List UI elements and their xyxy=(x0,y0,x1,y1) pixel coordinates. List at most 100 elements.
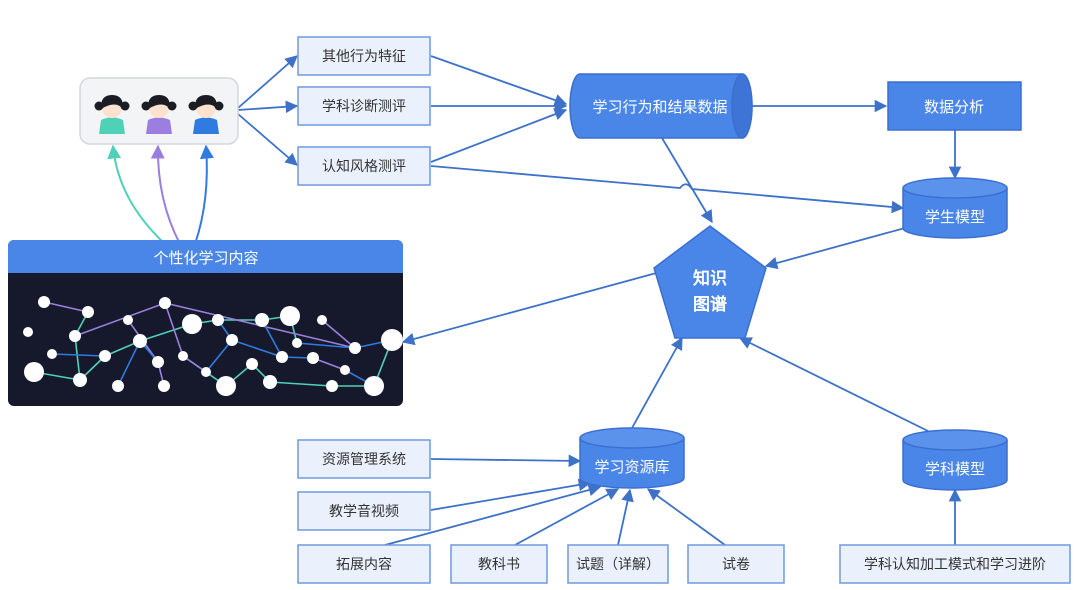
other-behavior-label: 其他行为特征 xyxy=(322,49,406,65)
network-node xyxy=(280,306,300,326)
student-2-avatar xyxy=(141,95,177,134)
network-node xyxy=(292,338,302,348)
network-node xyxy=(349,342,361,354)
network-edge xyxy=(74,335,81,381)
arrow-subject-model-to-knowledge-graph xyxy=(738,337,931,433)
arrow-content-to-student-2 xyxy=(150,144,181,245)
arrow-cognitive-style-to-data xyxy=(430,108,568,163)
arrow-learners-to-subject-diagnosis xyxy=(237,100,299,114)
network-edge xyxy=(43,301,89,313)
arrow-knowledge-graph-to-personalized xyxy=(401,271,661,346)
student-1-avatar xyxy=(94,95,130,134)
input-box-other-behavior: 其他行为特征 xyxy=(297,36,431,76)
personalized-content-panel: 个性化学习内容 xyxy=(8,240,403,406)
resource-library-label: 学习资源库 xyxy=(594,458,669,476)
network-node xyxy=(38,296,50,308)
arrow-library-to-knowledge-graph xyxy=(631,336,683,429)
network-node xyxy=(23,327,33,337)
subject-model-node: 学科模型 xyxy=(902,429,1008,491)
knowledge-graph-node: 知识 图谱 xyxy=(653,225,767,339)
students-group xyxy=(94,95,224,134)
network-node xyxy=(158,380,170,392)
network-node xyxy=(216,376,236,396)
exercises-label: 试题（详解） xyxy=(576,557,660,573)
subject-model-label: 学科模型 xyxy=(925,460,985,478)
arrow-content-to-student-1 xyxy=(107,144,166,245)
management-system-label: 资源管理系统 xyxy=(322,452,406,468)
network-node xyxy=(47,349,57,359)
arrow-exercises-to-library xyxy=(617,488,634,546)
connectors xyxy=(237,55,962,546)
network-node xyxy=(381,329,403,351)
network-node xyxy=(340,365,350,375)
network-node xyxy=(201,367,211,377)
teaching-av-label: 教学音视频 xyxy=(329,503,399,520)
network-node xyxy=(82,306,94,318)
resource-library-node: 学习资源库 xyxy=(579,427,685,489)
network-node xyxy=(246,358,258,370)
network-node xyxy=(178,351,188,361)
network-node xyxy=(182,314,202,334)
resource-box-exercises: 试题（详解） xyxy=(567,544,669,584)
network-edge xyxy=(51,353,106,357)
network-node xyxy=(112,380,124,392)
behavior-data-label: 学习行为和结果数据 xyxy=(592,98,727,116)
network-node xyxy=(99,350,111,362)
network-node xyxy=(159,297,171,309)
arrow-learners-to-cognitive-style xyxy=(237,113,298,166)
network-node xyxy=(24,362,44,382)
network-node xyxy=(123,315,133,325)
knowledge-graph-label-line2: 图谱 xyxy=(693,294,727,315)
personalized-title: 个性化学习内容 xyxy=(153,249,258,267)
network-edge xyxy=(117,340,141,387)
student-model-node: 学生模型 xyxy=(902,177,1008,239)
input-box-cognitive-style: 认知风格测评 xyxy=(297,146,431,186)
student-3-avatar xyxy=(188,95,224,134)
network-node xyxy=(307,352,319,364)
resource-box-textbook: 教科书 xyxy=(450,544,548,584)
network-node xyxy=(255,313,269,327)
network-edge xyxy=(74,302,166,337)
arrow-student-model-to-knowledge-graph xyxy=(764,227,906,270)
resource-box-papers: 试卷 xyxy=(687,544,785,584)
resource-box-management: 资源管理系统 xyxy=(297,439,431,479)
resource-box-extended: 拓展内容 xyxy=(297,544,431,584)
network-node xyxy=(152,356,164,368)
arrow-papers-to-library xyxy=(646,488,726,546)
cognitive-style-label: 认知风格测评 xyxy=(322,158,406,175)
network-node xyxy=(226,334,238,346)
input-box-subject-diagnosis: 学科诊断测评 xyxy=(297,86,431,126)
network-edge xyxy=(231,339,283,358)
network-edge xyxy=(296,342,356,349)
arrow-other-behavior-to-data xyxy=(430,55,568,107)
arrow-learners-to-other-behavior xyxy=(237,55,298,109)
arrow-data-to-knowledge-graph xyxy=(661,137,713,224)
extended-content-label: 拓展内容 xyxy=(336,556,392,573)
subject-cognition-label: 学科认知加工模式和学习进阶 xyxy=(864,556,1046,573)
arrow-textbook-to-library xyxy=(514,488,620,546)
network-node xyxy=(364,376,384,396)
network-node xyxy=(69,330,81,342)
textbook-label: 教科书 xyxy=(478,557,520,573)
arrow-extended-to-library xyxy=(384,483,602,546)
arrow-cognitive-style-to-student-model xyxy=(430,165,905,214)
network-node xyxy=(317,315,327,325)
feedback-arrows xyxy=(107,144,214,245)
papers-label: 试卷 xyxy=(722,557,750,573)
learners-panel xyxy=(79,77,239,145)
network-edge xyxy=(164,302,184,357)
arrow-management-to-library xyxy=(430,454,582,468)
student-model-label: 学生模型 xyxy=(925,208,985,226)
subject-diagnosis-label: 学科诊断测评 xyxy=(322,99,406,115)
knowledge-graph-label-line1: 知识 xyxy=(692,268,727,289)
network-edge xyxy=(269,381,333,387)
data-analysis-node: 数据分析 xyxy=(887,81,1022,131)
network-node xyxy=(276,351,288,363)
network-node xyxy=(263,375,277,389)
knowledge-network xyxy=(23,296,403,396)
data-analysis-label: 数据分析 xyxy=(924,98,984,116)
resource-box-teaching-av: 教学音视频 xyxy=(297,491,431,531)
network-node xyxy=(133,334,147,348)
network-node xyxy=(212,314,224,326)
